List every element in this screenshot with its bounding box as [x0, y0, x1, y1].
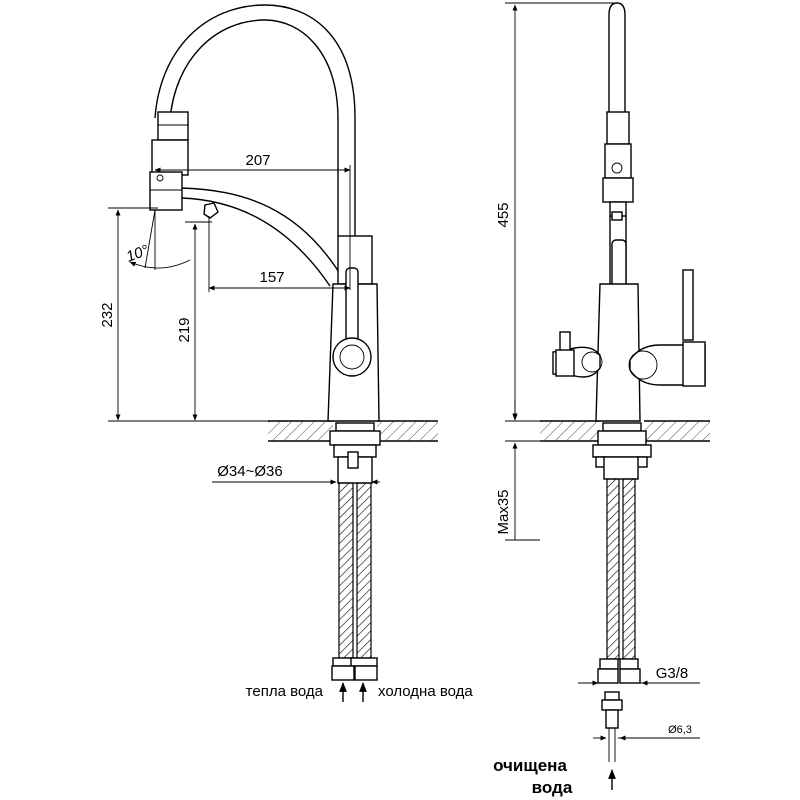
- mounting-shank-right: [592, 422, 652, 480]
- faucet-body-left: [327, 235, 380, 422]
- front-view: 455 Max35 G3/8 Ø6,3 очищена вода: [493, 2, 710, 797]
- filter-fitting: [601, 691, 623, 790]
- gooseneck-spout: [149, 4, 356, 236]
- dim-max35-label: Max35: [495, 489, 512, 534]
- spout-front: [602, 2, 634, 301]
- dim-angle: 10°: [124, 209, 191, 270]
- dim-63-label: Ø6,3: [668, 724, 692, 736]
- water-hoses-right: [597, 478, 641, 684]
- purified-water-label-line1: очищена: [493, 756, 567, 775]
- faucet-body-right: [552, 269, 706, 422]
- filter-outlet-tube: [181, 187, 346, 287]
- dim-height-outlet: 219: [176, 216, 212, 421]
- water-hoses: [331, 482, 378, 681]
- dim-232-label: 232: [99, 302, 116, 327]
- dim-207-label: 207: [245, 152, 270, 169]
- dim-10deg-label: 10°: [124, 242, 151, 266]
- mounting-shank-left: [329, 422, 381, 484]
- dim-outlet-reach: 157: [208, 269, 351, 291]
- warm-water-label: тепла вода: [246, 683, 324, 700]
- cold-water-label: холодна вода: [378, 683, 473, 700]
- dim-filter-tube: Ø6,3: [593, 724, 700, 741]
- dim-total-height: 455: [495, 2, 615, 422]
- side-view: 207 157 232 219 10°: [99, 4, 473, 702]
- dim-455-label: 455: [495, 202, 512, 227]
- inlet-arrows: [339, 682, 367, 702]
- purified-water-label-line2: вода: [532, 778, 573, 797]
- dim-thread: G3/8: [578, 665, 700, 686]
- dim-219-label: 219: [176, 317, 193, 342]
- dim-max-thickness: Max35: [495, 400, 540, 541]
- dim-height-spout: 232: [99, 207, 328, 422]
- dim-reach: 207: [154, 152, 351, 290]
- dim-hole-label: Ø34~Ø36: [217, 463, 282, 480]
- dim-157-label: 157: [259, 269, 284, 286]
- dim-hole-diameter: Ø34~Ø36: [212, 463, 380, 485]
- dim-g38-label: G3/8: [656, 665, 689, 682]
